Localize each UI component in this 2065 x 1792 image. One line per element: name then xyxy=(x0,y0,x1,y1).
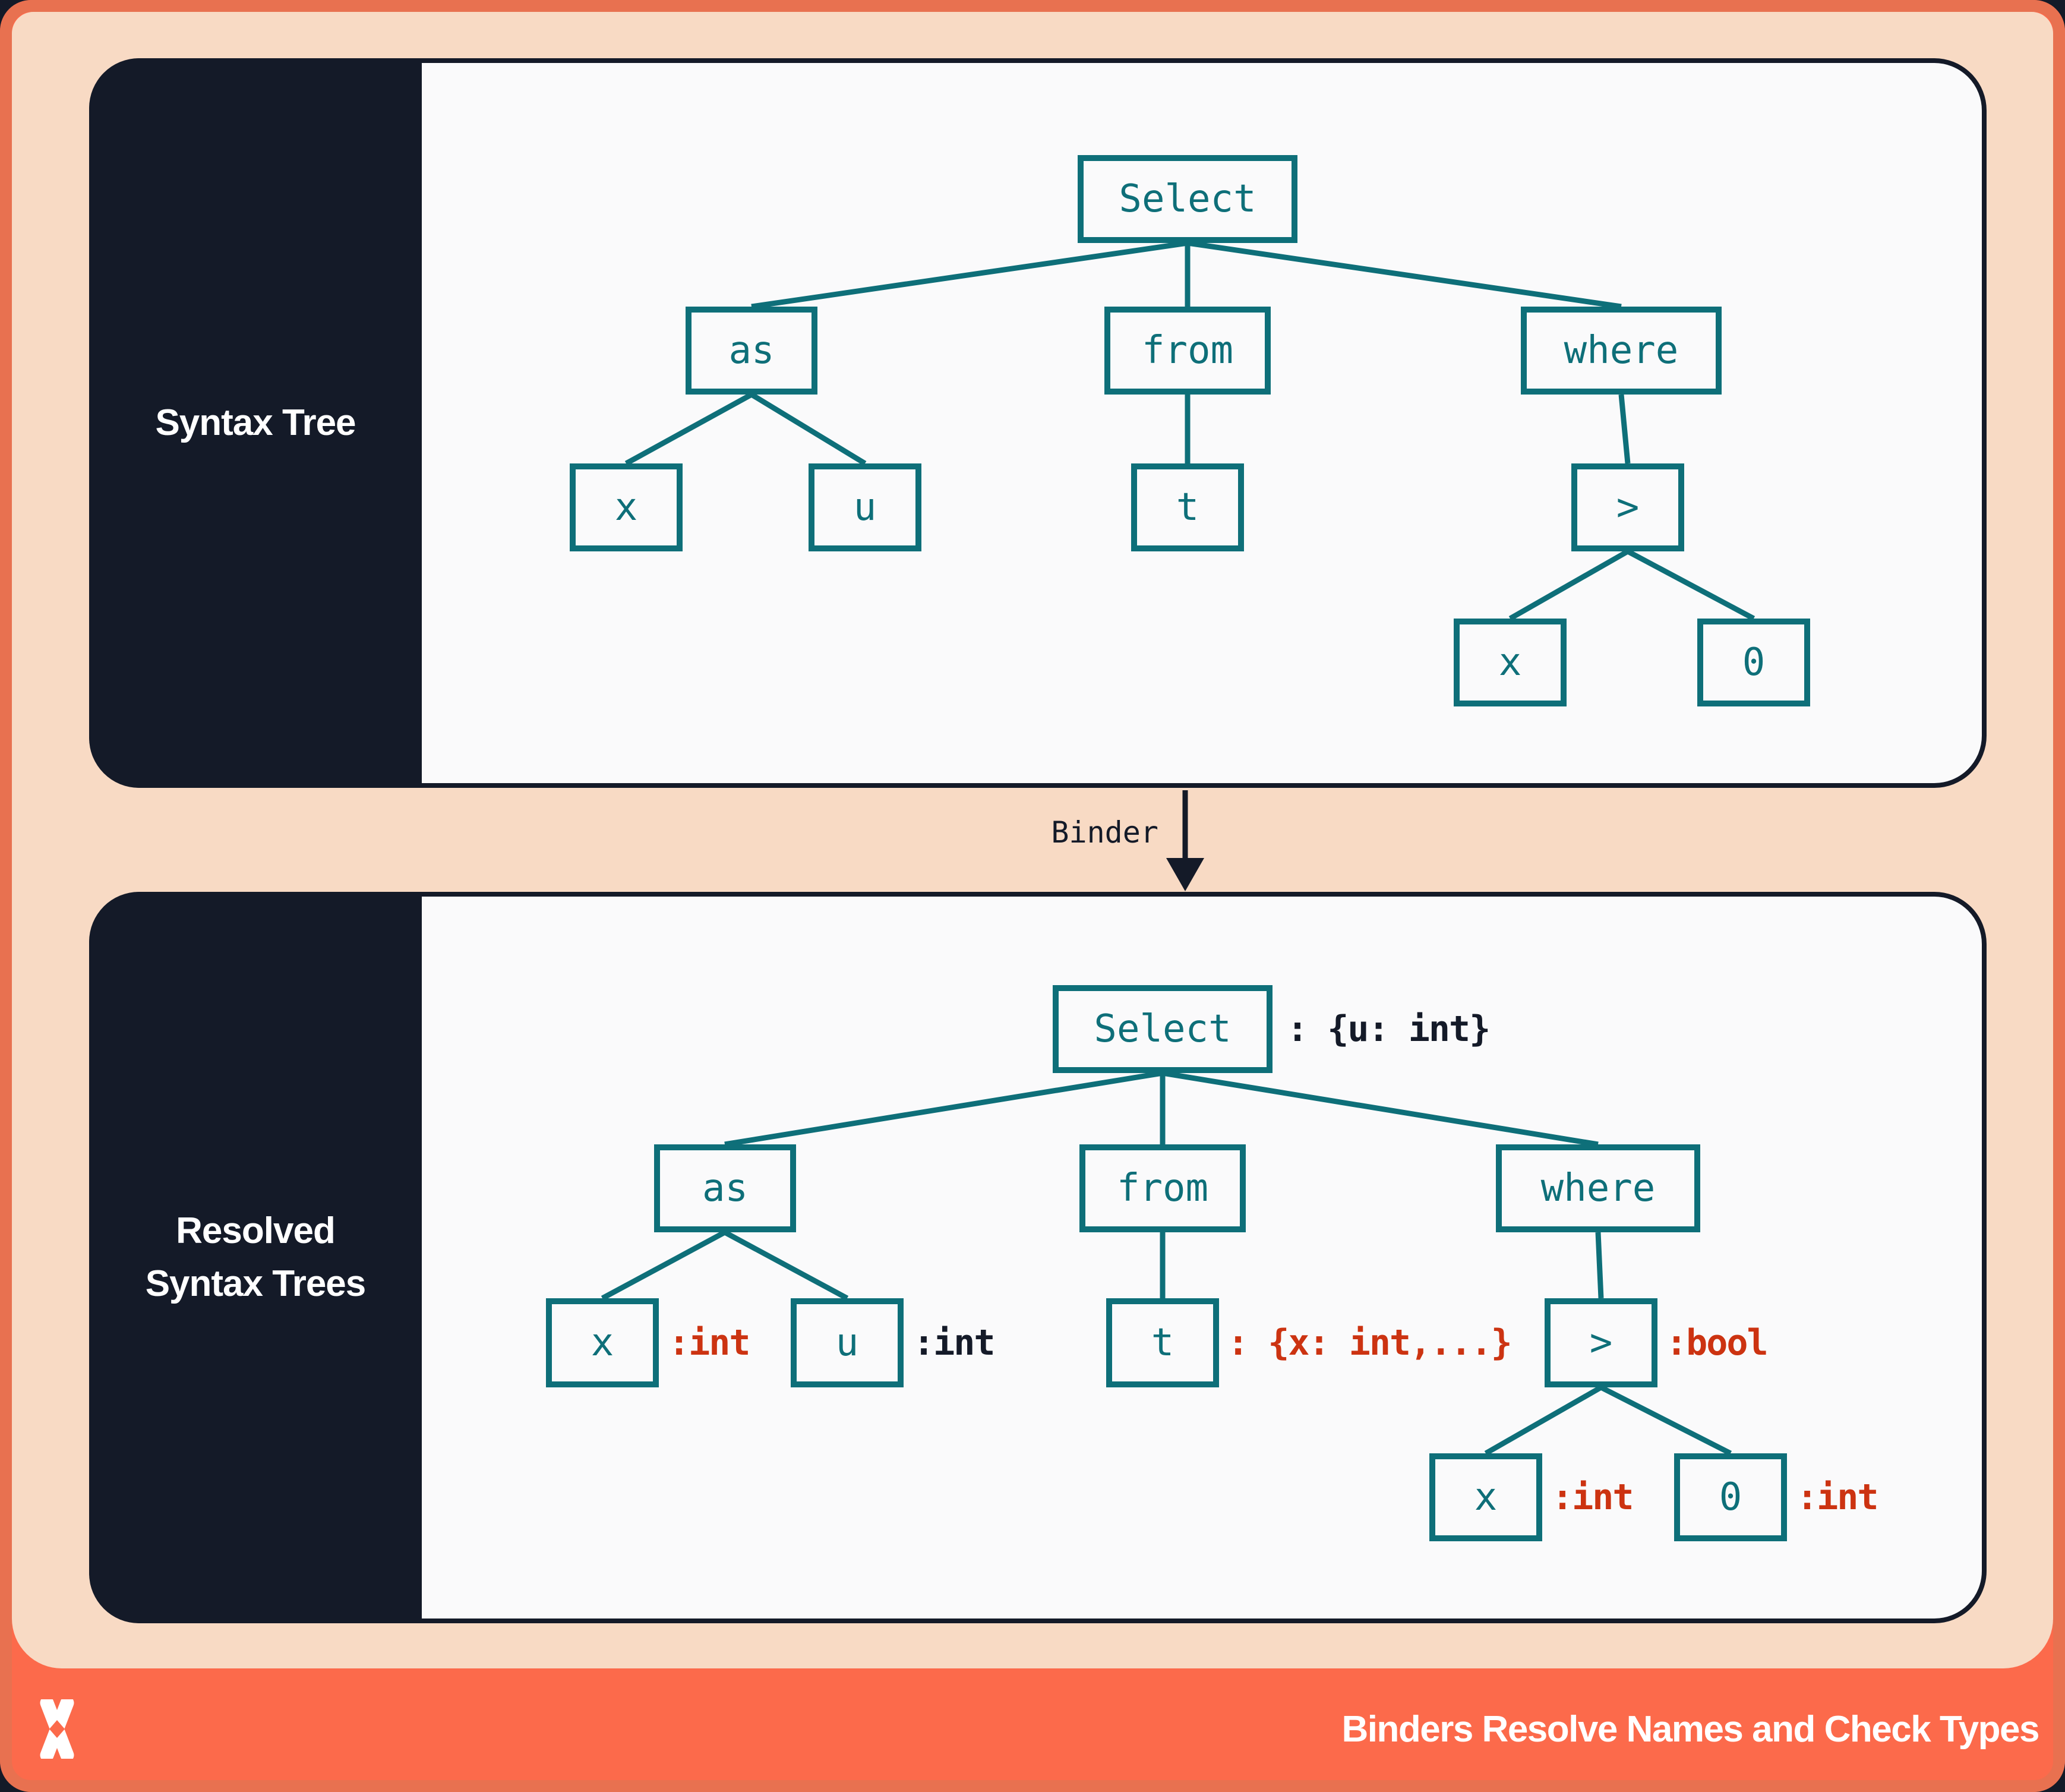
tree-node-u: u xyxy=(791,1298,904,1387)
tree-node-as: as xyxy=(654,1144,796,1232)
tree-node-select: Select xyxy=(1053,985,1273,1073)
tree-node-select: Select xyxy=(1078,155,1297,243)
tree-node-greater-than: > xyxy=(1571,463,1684,551)
resolved-tree-canvas: Select : {u: int} as from where x :int u… xyxy=(89,892,1987,1623)
tree-edge xyxy=(1618,394,1631,464)
tree-edge xyxy=(1599,1384,1732,1456)
tree-node-x-left: x xyxy=(546,1298,659,1387)
footer-title: Binders Resolve Names and Check Types xyxy=(1341,1708,2039,1750)
tree-node-t: t xyxy=(1131,463,1244,551)
syntax-tree-panel-title: Syntax Tree xyxy=(155,402,356,443)
tree-node-zero: 0 xyxy=(1697,619,1810,706)
tree-node-x-left: x xyxy=(570,463,683,551)
type-annotation-x-right: :int xyxy=(1552,1476,1634,1518)
syntax-tree-sidebar: Syntax Tree xyxy=(89,58,422,788)
brand-x-logo-icon xyxy=(40,1699,74,1759)
binder-arrow-icon xyxy=(1166,790,1204,891)
tree-edge xyxy=(723,1230,849,1301)
tree-node-where: where xyxy=(1496,1144,1700,1232)
footer-bar: Binders Resolve Names and Check Types xyxy=(0,1677,2065,1781)
tree-node-where: where xyxy=(1521,307,1722,395)
tree-edge xyxy=(1508,549,1630,621)
tree-edge xyxy=(750,392,867,466)
tree-edge xyxy=(1595,1232,1604,1299)
tree-node-x-right: x xyxy=(1454,619,1567,706)
tree-edge xyxy=(751,240,1188,310)
type-annotation-greater-than: :bool xyxy=(1666,1322,1769,1364)
type-annotation-u: :int xyxy=(913,1322,995,1364)
syntax-tree-canvas: Select as from where x u t > x 0 xyxy=(89,58,1987,788)
tree-edge xyxy=(1162,1070,1599,1147)
resolved-syntax-trees-panel: Select : {u: int} as from where x :int u… xyxy=(89,892,1987,1623)
syntax-tree-panel: Select as from where x u t > x 0 Syntax … xyxy=(89,58,1987,788)
tree-node-t: t xyxy=(1106,1298,1219,1387)
resolved-title-line1: Resolved xyxy=(176,1210,336,1252)
tree-edge xyxy=(624,392,753,466)
resolved-tree-edges-layer xyxy=(601,1070,1732,1456)
tree-edge xyxy=(724,1070,1163,1147)
tree-node-as: as xyxy=(686,307,817,395)
syntax-tree-edges-layer xyxy=(624,240,1755,621)
type-annotation-t: : {x: int,...} xyxy=(1227,1322,1513,1364)
tree-node-from: from xyxy=(1079,1144,1246,1232)
tree-node-x-right: x xyxy=(1429,1453,1542,1541)
type-annotation-select: : {u: int} xyxy=(1287,1008,1491,1050)
tree-edge xyxy=(1626,549,1755,621)
tree-node-greater-than: > xyxy=(1545,1298,1657,1387)
type-annotation-x-left: :int xyxy=(668,1322,750,1364)
tree-node-from: from xyxy=(1104,307,1271,395)
binder-label: Binder xyxy=(1051,815,1158,850)
type-annotation-zero: :int xyxy=(1796,1476,1878,1518)
tree-edge xyxy=(1484,1385,1603,1456)
tree-edge xyxy=(1187,240,1622,310)
resolved-title-line2: Syntax Trees xyxy=(145,1263,367,1304)
tree-node-zero: 0 xyxy=(1674,1453,1787,1541)
tree-node-u: u xyxy=(809,463,921,551)
tree-edge xyxy=(601,1230,727,1301)
